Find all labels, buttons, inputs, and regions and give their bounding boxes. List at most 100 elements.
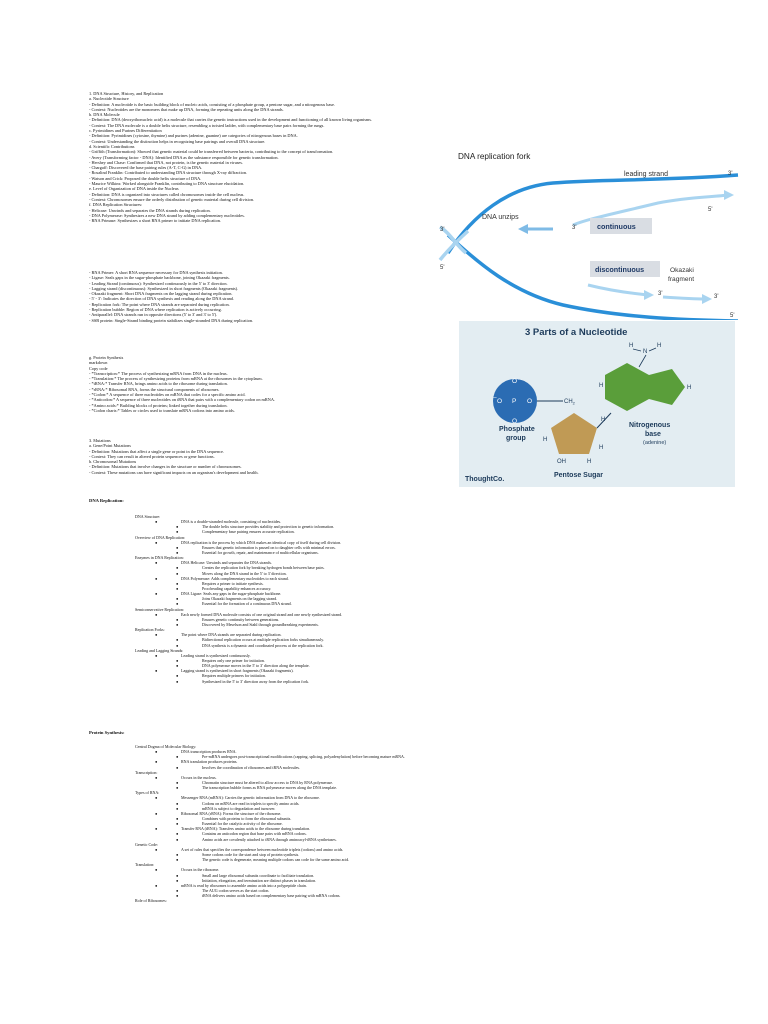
bullet-icon: ● xyxy=(176,805,179,811)
bullet-icon: ● xyxy=(176,580,179,586)
bullet-icon: ● xyxy=(176,785,179,791)
note-line: - *Anticodon:* A sequence of three nucle… xyxy=(89,397,276,403)
prime-label-left-bottom: 5' xyxy=(440,265,444,271)
note-line: - Watson and Crick: Proposed the double … xyxy=(89,175,202,181)
outline-item-text: DNA synthesis is a dynamic and coordinat… xyxy=(202,642,324,648)
bullet-icon: ● xyxy=(176,857,179,863)
note-line: - Replication bubble: Region of DNA wher… xyxy=(89,307,222,313)
outline-item-text: Complementary base pairing ensures accur… xyxy=(202,529,295,535)
outline-item: ●The double helix structure provides sta… xyxy=(89,524,749,529)
note-line: - Context: Understanding the distinction… xyxy=(89,138,266,144)
bullet-icon: ● xyxy=(176,754,179,760)
outline-item: ●Transfer RNA (tRNA): Transfers amino ac… xyxy=(89,826,749,831)
outline-item: ●Small and large ribosomal subunits coor… xyxy=(89,873,749,878)
bullet-icon: ● xyxy=(155,749,158,755)
outline-item-text: Each newly formed DNA molecule consists … xyxy=(181,611,343,617)
outline-item-text: Translation: xyxy=(135,862,155,868)
outline-item-text: Requires multiple primers for initiation… xyxy=(202,673,266,679)
note-line: - *Codon charts:* Tables or circles used… xyxy=(89,407,235,413)
bullet-icon: ● xyxy=(176,836,179,842)
sugar-base-bond xyxy=(596,412,612,429)
helix-light-2 xyxy=(438,229,470,262)
outline-item-text: Essential for growth, repair, and mainte… xyxy=(202,549,319,555)
note-line: - *tRNA:* Transfer RNA, brings amino aci… xyxy=(89,381,228,387)
outline-item: ●DNA Polymerase: Adds complementary nucl… xyxy=(89,576,749,581)
outline-item: Leading and Lagging Strands: xyxy=(89,648,749,653)
outline-item-text: Messenger RNA (mRNA): Carries the geneti… xyxy=(181,795,320,801)
bullet-icon: ● xyxy=(176,570,179,576)
continuous-box xyxy=(590,218,652,234)
sugar-atom-h-2: H xyxy=(587,459,591,465)
outline-item: ●The AUG codon serves as the start codon… xyxy=(89,888,749,893)
outline-item-text: Role of Ribosomes: xyxy=(135,898,167,904)
phosphate-label-line-2: group xyxy=(506,435,526,442)
note-line: - Antiparallel: DNA strands run in oppos… xyxy=(89,312,218,318)
outline-item-text: Overview of DNA Replication: xyxy=(135,534,186,540)
outline-item-text: DNA Helicase: Unwinds and separates the … xyxy=(181,560,272,566)
sugar-label: Pentose Sugar xyxy=(554,472,603,479)
notes-intro: 1. DNA Structure, History, and Replicati… xyxy=(89,91,372,223)
nucleotide-figure: 3 Parts of a Nucleotide O O O P O – – Ph… xyxy=(459,321,735,487)
outline-item-text: RNA translation produces proteins. xyxy=(181,759,238,765)
bullet-icon: ● xyxy=(155,795,158,801)
bullet-icon: ● xyxy=(155,632,158,638)
outline-item-text: DNA replication is the process by which … xyxy=(181,539,342,545)
note-line: - Definition: Mutations that affect a si… xyxy=(89,448,224,454)
discontinuous-label: discontinuous xyxy=(595,265,644,274)
outline-item-text: Leading strand is synthesized continuous… xyxy=(181,652,251,658)
outline-item-text: Requires a primer to initiate synthesis. xyxy=(202,580,264,586)
outline-item-text: Synthesized in the 5' to 3' direction aw… xyxy=(202,678,309,684)
dna-replication-fork-figure: DNA replication fork leading strand 3' 5… xyxy=(438,152,739,320)
outline-item: Translation: xyxy=(89,862,749,867)
bullet-icon: ● xyxy=(176,673,179,679)
outline-item: ●Ensures genetic continuity between gene… xyxy=(89,617,749,622)
note-line: - 5' - 3': Indicates the direction of DN… xyxy=(89,296,234,302)
bullet-icon: ● xyxy=(155,846,158,852)
outline-item: ●mRNA is subject to degradation and turn… xyxy=(89,806,749,811)
bullet-icon: ● xyxy=(176,524,179,530)
note-line: - *rRNA:* Ribosomal RNA, forms the struc… xyxy=(89,386,220,392)
note-line: Copy code xyxy=(89,365,108,371)
outline-item-text: DNA transcription produces RNA. xyxy=(181,749,237,755)
prime-label-top-right: 3' xyxy=(728,171,732,177)
outline-item-text: DNA Polymerase: Adds complementary nucle… xyxy=(181,575,289,581)
outline-item: Overview of DNA Replication: xyxy=(89,535,749,540)
base-atom-h-top-left: H xyxy=(629,343,633,349)
outline-item: ●The transcription bubble forms as RNA p… xyxy=(89,785,749,790)
outline-item: ●Proofreading capability enhances accura… xyxy=(89,586,749,591)
dna-unzips-label: DNA unzips xyxy=(482,214,519,221)
note-line: - Context: Nucleotides are the monomers … xyxy=(89,106,284,112)
bullet-icon: ● xyxy=(155,611,158,617)
outline-item: ● Requires multiple primers for initiatio… xyxy=(89,673,749,678)
dna-replication-outline: DNA Structure:●DNA is a double-stranded … xyxy=(89,514,749,684)
bullet-icon: ● xyxy=(176,549,179,555)
note-line: markdown xyxy=(89,360,108,366)
outline-item: ●Joins Okazaki fragments on the lagging … xyxy=(89,596,749,601)
prime-label-fragment-2: 3' xyxy=(714,294,718,300)
bullet-icon: ● xyxy=(176,831,179,837)
note-line: - Definition: Pyrimidines (cytosine, thy… xyxy=(89,133,298,139)
outline-item-text: The AUG codon serves as the start codon. xyxy=(202,887,270,893)
bullet-icon: ● xyxy=(176,657,179,663)
base-sublabel: (adenine) xyxy=(643,440,666,446)
bullet-icon: ● xyxy=(176,637,179,643)
phosphate-atom-o-bottom: O xyxy=(512,418,517,425)
outline-item: ●mRNA is read by ribosomes to assemble a… xyxy=(89,883,749,888)
outline-item-text: Joins Okazaki fragments on the lagging s… xyxy=(202,596,278,602)
phosphate-atom-o-right: O xyxy=(527,398,532,405)
outline-item: DNA Structure: xyxy=(89,514,749,519)
note-line: - Helicase: Unwinds and separates the DN… xyxy=(89,207,211,213)
amino-bond-right xyxy=(648,347,657,352)
outline-item: ●Ribosomal RNA (rRNA): Forms the structu… xyxy=(89,811,749,816)
prime-label-mid-right: 5' xyxy=(708,207,712,213)
outline-item: ● Each newly formed DNA molecule consists… xyxy=(89,612,749,617)
sugar-atom-h-3: H xyxy=(599,445,603,451)
fork-title: DNA replication fork xyxy=(458,152,531,161)
continuous-arrowhead xyxy=(724,190,734,200)
bullet-icon: ● xyxy=(176,663,179,669)
bullet-icon: ● xyxy=(176,601,179,607)
bullet-icon: ● xyxy=(155,882,158,888)
outline-item-text: Proofreading capability enhances accurac… xyxy=(202,585,272,591)
outline-item-text: Lagging strand is synthesized in short f… xyxy=(181,668,294,674)
bullet-icon: ● xyxy=(155,668,158,674)
